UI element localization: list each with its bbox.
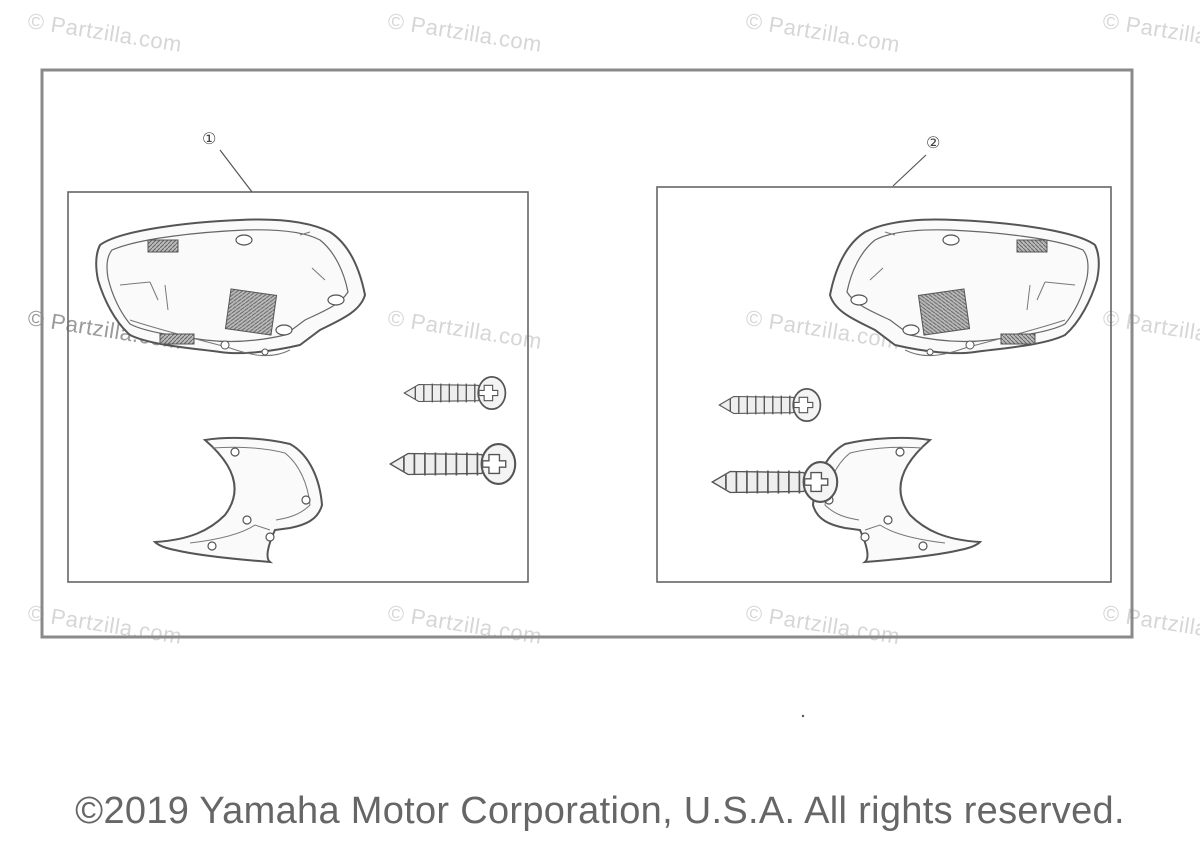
copyright-notice: ©2019 Yamaha Motor Corporation, U.S.A. A… [75,790,1125,832]
part-1-callout: ① [202,129,253,193]
stray-dot [801,714,805,718]
part-1-cover [154,436,323,563]
part-2-number: ② [926,133,940,152]
part-1-housing [95,218,366,357]
part-1-number: ① [202,129,216,148]
part-1-screw-small [403,376,507,410]
outer-frame [40,68,1134,639]
part-2-callout: ② [892,133,940,187]
part-2-screw-small [718,388,822,422]
part-2-box [656,186,1112,583]
part-2-cover [812,436,981,563]
part-2-screw-large [711,460,839,504]
part-1-box [67,191,529,583]
part-1-screw-large [389,442,517,486]
part-2-housing [829,218,1100,357]
